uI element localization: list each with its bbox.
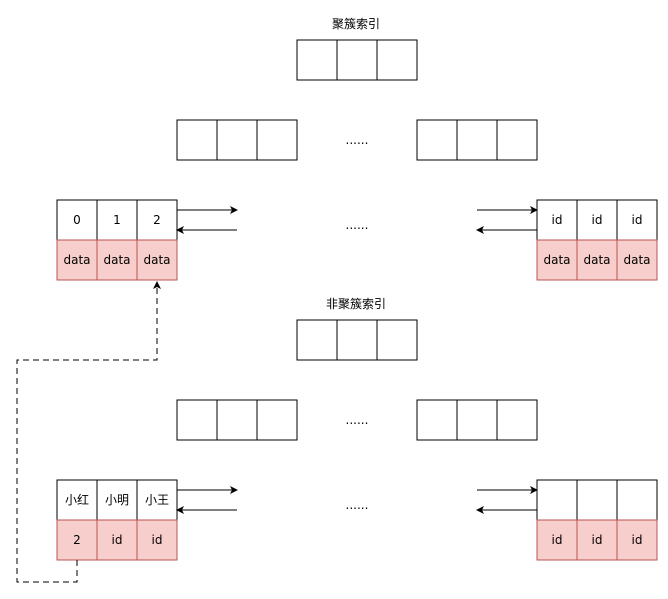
leaf-value: id: [592, 533, 603, 547]
leaf-value: data: [583, 253, 610, 267]
leaf-value: 2: [73, 533, 81, 547]
secondary-internal-ellipsis: ......: [346, 413, 369, 427]
leaf-key: 2: [153, 213, 161, 227]
leaf-value: id: [552, 533, 563, 547]
leaf-value: data: [103, 253, 130, 267]
leaf-value: id: [632, 533, 643, 547]
leaf-value: id: [112, 533, 123, 547]
leaf-value: id: [152, 533, 163, 547]
leaf-key: 1: [113, 213, 121, 227]
secondary-right-leaf: id id id: [536, 479, 658, 561]
secondary-leaf-ellipsis: ......: [346, 498, 369, 512]
leaf-key: id: [632, 213, 643, 227]
leaf-key: id: [592, 213, 603, 227]
leaf-key: 0: [73, 213, 81, 227]
clustered-internal-node-right: [416, 119, 538, 161]
leaf-value: data: [143, 253, 170, 267]
clustered-right-leaf: id id id data data data: [536, 199, 658, 281]
leaf-value: data: [543, 253, 570, 267]
clustered-left-leaf: 0 1 2 data data data: [56, 199, 178, 281]
leaf-key: 小红: [65, 492, 89, 507]
leaf-value: data: [63, 253, 90, 267]
secondary-index-title: 非聚簇索引: [326, 296, 386, 311]
clustered-root-node: [296, 39, 418, 81]
secondary-internal-node-right: [416, 399, 538, 441]
secondary-root-node: [296, 319, 418, 361]
lookup-dashed-connector: [16, 281, 161, 583]
clustered-index-title: 聚簇索引: [332, 16, 380, 31]
leaf-value: data: [623, 253, 650, 267]
secondary-left-leaf: 小红 小明 小王 2 id id: [56, 479, 178, 561]
clustered-leaf-ellipsis: ......: [346, 218, 369, 232]
leaf-key: id: [552, 213, 563, 227]
clustered-internal-ellipsis: ......: [346, 133, 369, 147]
secondary-internal-node-left: [176, 399, 298, 441]
leaf-key: 小王: [145, 493, 169, 507]
clustered-internal-node-left: [176, 119, 298, 161]
leaf-key: 小明: [105, 493, 129, 507]
